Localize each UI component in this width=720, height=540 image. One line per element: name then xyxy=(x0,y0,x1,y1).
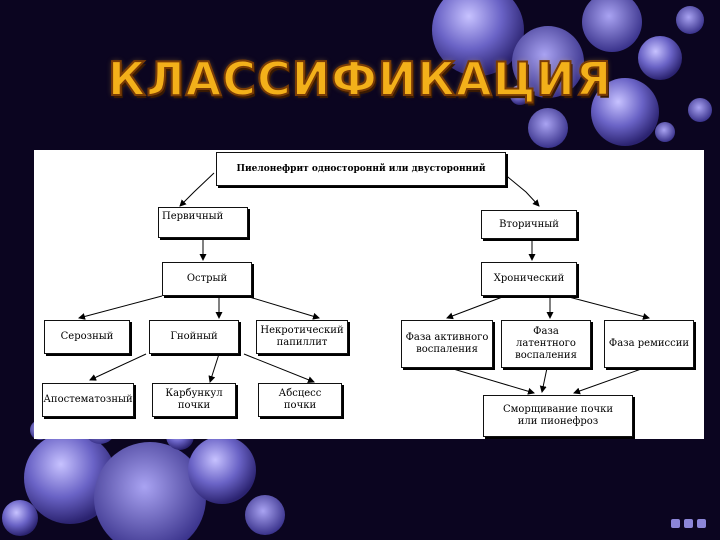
outcome-box: Сморщивание почки или пионефроз xyxy=(483,395,633,437)
phase-remission-label: Фаза ремиссии xyxy=(608,338,690,349)
primary-box: Первичный xyxy=(158,207,248,238)
slide-title: КЛАССИФИКАЦИЯ xyxy=(107,51,613,107)
acute-box: Острый xyxy=(162,262,252,296)
serous-label: Серозный xyxy=(60,331,114,342)
phase-latent-box: Фаза латентного воспаления xyxy=(501,320,591,368)
diagram-connectors xyxy=(78,172,650,395)
phase-latent-label: Фаза латентного воспаления xyxy=(515,326,577,361)
secondary-label: Вторичный xyxy=(499,218,559,230)
acute-label: Острый xyxy=(186,273,228,284)
serous-box: Серозный xyxy=(44,320,130,354)
abscess-label: Абсцесс почки xyxy=(278,388,322,411)
phase-remission-box: Фаза ремиссии xyxy=(604,320,694,368)
nav-dot xyxy=(671,519,680,528)
phase-active-label: Фаза активного воспаления xyxy=(405,332,489,355)
classification-diagram: Пиелонефрит одностороннй или двусторонни… xyxy=(34,150,704,439)
abscess-box: Абсцесс почки xyxy=(258,383,342,417)
phase-active-box: Фаза активного воспаления xyxy=(401,320,493,368)
necrotic-papillitis-box: Некротический папиллит xyxy=(256,320,348,354)
apostematous-box: Апостематозный xyxy=(42,383,134,417)
primary-label: Первичный xyxy=(162,211,224,222)
root-label: Пиелонефрит одностороннй или двусторонни… xyxy=(236,164,486,174)
necrotic-papillitis-label: Некротический папиллит xyxy=(260,325,344,348)
outcome-label: Сморщивание почки или пионефроз xyxy=(502,404,614,427)
carbuncle-label: Карбункул почки xyxy=(165,388,223,411)
apostematous-label: Апостематозный xyxy=(43,394,133,405)
secondary-box: Вторичный xyxy=(481,210,577,239)
root-box: Пиелонефрит одностороннй или двусторонни… xyxy=(216,152,506,186)
chronic-label: Хронический xyxy=(493,273,565,284)
purulent-label: Гнойный xyxy=(170,331,218,342)
chronic-box: Хронический xyxy=(481,262,577,296)
carbuncle-box: Карбункул почки xyxy=(152,383,236,417)
nav-dot xyxy=(684,519,693,528)
slide-navigation-dots xyxy=(671,519,706,528)
nav-dot xyxy=(697,519,706,528)
purulent-box: Гнойный xyxy=(149,320,239,354)
